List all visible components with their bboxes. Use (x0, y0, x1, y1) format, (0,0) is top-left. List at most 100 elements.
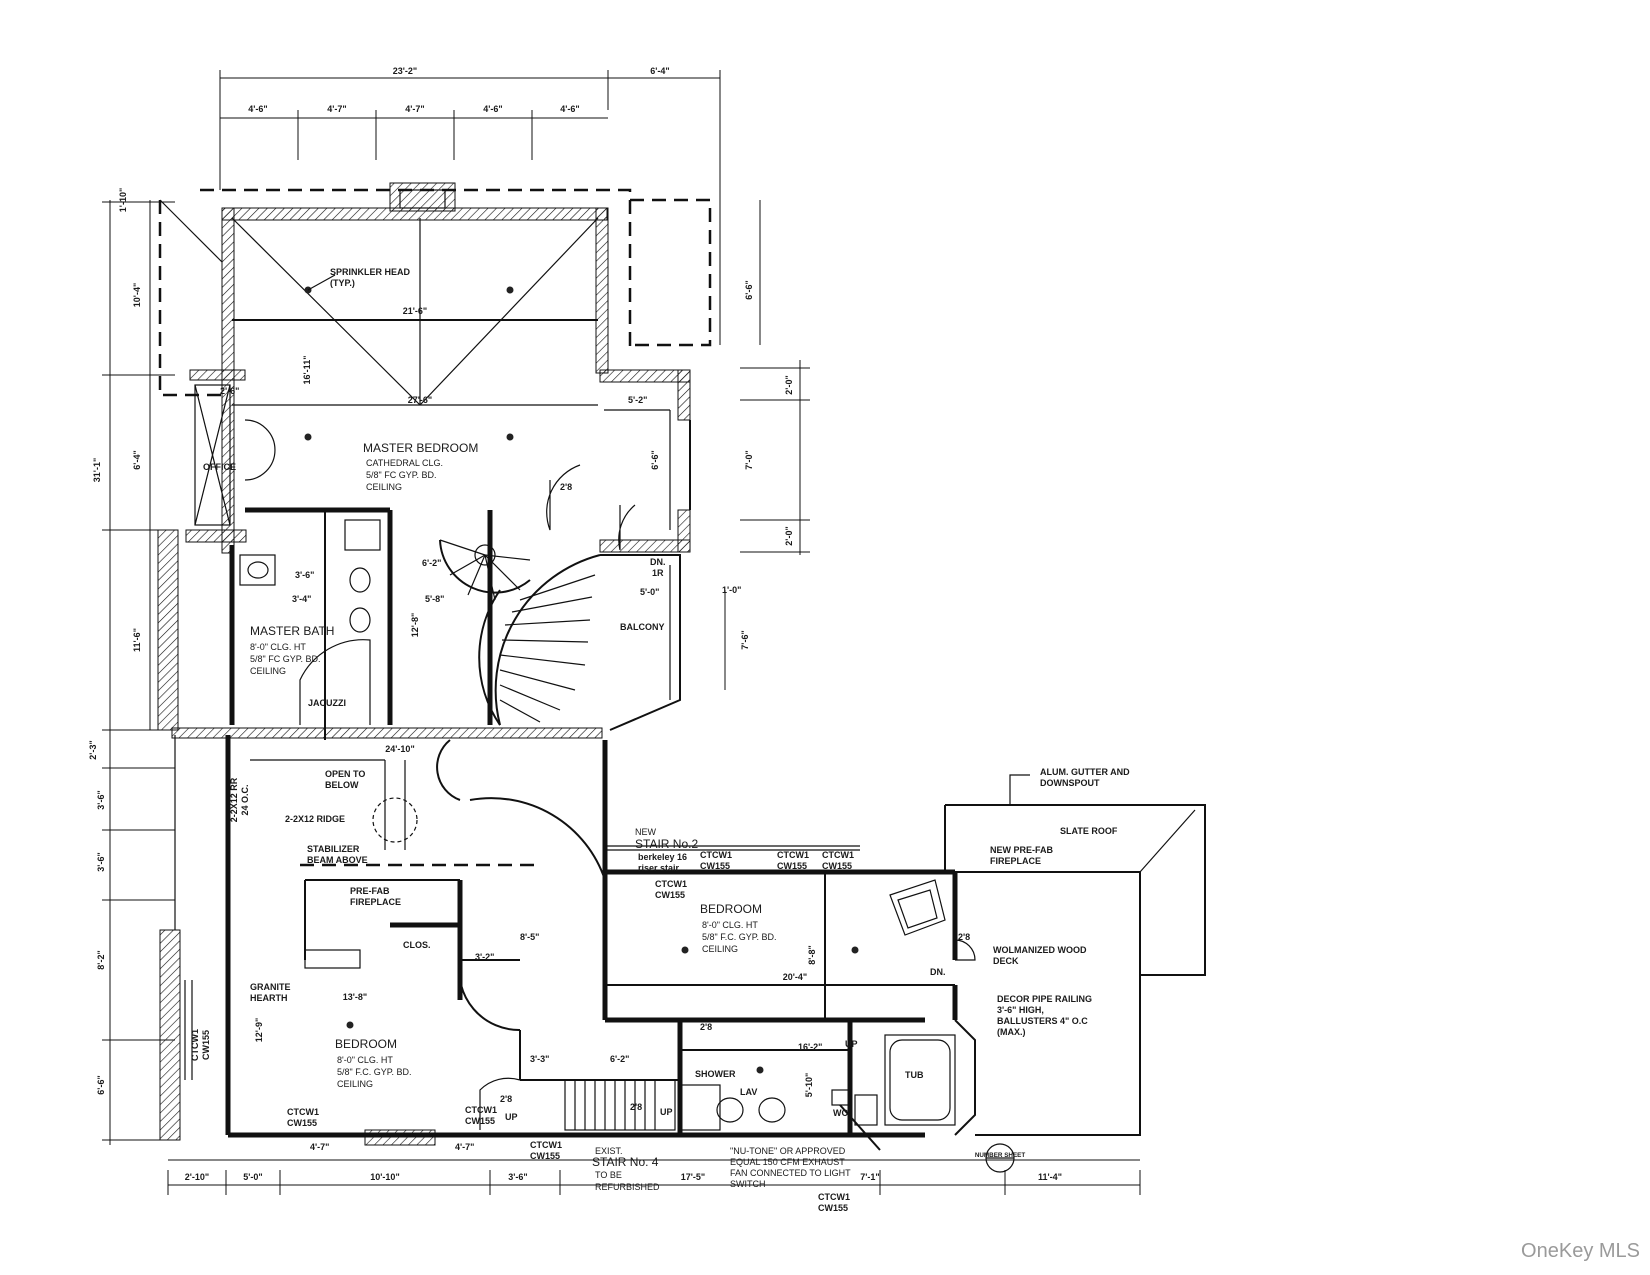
label-stabilizer-1: STABILIZER (307, 844, 360, 854)
label-wc: WC (833, 1108, 848, 1118)
dim-3-2: 3'-2" (475, 952, 494, 962)
dim-13-8: 13'-8" (343, 992, 367, 1002)
room-bedroom-center-line-1: 8'-0" CLG. HT (702, 920, 758, 930)
label-new-fireplace-1: NEW PRE-FAB (990, 845, 1054, 855)
label-beam-b: 24 O.C. (240, 784, 250, 815)
label-clos: CLOS. (403, 940, 431, 950)
label-dn: DN. (930, 967, 946, 977)
label-railing-2: 3'-6" HIGH, (997, 1005, 1044, 1015)
dim-right-b: 7'-0" (744, 450, 754, 469)
dim-3-6: 3'-6" (295, 570, 314, 580)
dim-bottom-6: 7'-1" (860, 1172, 879, 1182)
dim-4-7-a: 4'-7" (310, 1142, 329, 1152)
dim-2-8-d: 2'8 (958, 932, 970, 942)
dim-5-8: 5'-8" (425, 594, 444, 604)
label-dn-1r: DN. (650, 557, 666, 567)
room-labels: MASTER BEDROOM CATHEDRAL CLG. 5/8" FC GY… (250, 441, 777, 1089)
dim-24-10: 24'-10" (385, 744, 414, 754)
window-tag-5b: CW155 (287, 1118, 317, 1128)
dim-left-e: 3'-6" (96, 790, 106, 809)
window-tag-9a: CTCW1 (190, 1029, 200, 1061)
label-deck-2: DECK (993, 956, 1019, 966)
window-tag-8b: CW155 (818, 1203, 848, 1213)
dim-21-6: 21'-6" (403, 306, 427, 316)
dim-4-7-b: 4'-7" (455, 1142, 474, 1152)
window-tag-6a: CTCW1 (465, 1105, 497, 1115)
label-deck-1: WOLMANIZED WOOD (993, 945, 1087, 955)
dim-left-c: 11'-6" (132, 628, 142, 652)
dim-2-8-c: 2'8 (630, 1102, 642, 1112)
room-master-bath-line-2: 5/8" FC GYP. BD. (250, 654, 321, 664)
dimension-text: 23'-2" 6'-4" 4'-6" 4'-7" 4'-7" 4'-6" 4'-… (88, 66, 1062, 1182)
lower-floor-block (159, 735, 1206, 1173)
dim-5-0: 5'-0" (640, 587, 659, 597)
dim-20-4: 20'-4" (783, 972, 807, 982)
window-tags: CTCW1 CW155 CTCW1 CW155 CTCW1 CW155 CTCW… (190, 850, 854, 1213)
dim-6-2: 6'-2" (422, 558, 441, 568)
dim-right-d: 7'-6" (740, 630, 750, 649)
label-up-1: UP (505, 1112, 518, 1122)
label-lav: LAV (740, 1087, 757, 1097)
label-gutter-2: DOWNSPOUT (1040, 778, 1100, 788)
dim-left-overall: 31'-1" (92, 458, 102, 482)
window-tag-2a: CTCW1 (777, 850, 809, 860)
dim-bottom-7: 11'-4" (1038, 1172, 1062, 1182)
window-tag-5a: CTCW1 (287, 1107, 319, 1117)
label-fan-4: SWITCH (730, 1179, 766, 1189)
dim-left-g: 8'-2" (96, 950, 106, 969)
label-fan-3: FAN CONNECTED TO LIGHT (730, 1168, 851, 1178)
label-up-3: UP (845, 1039, 858, 1049)
label-railing-3: BALLUSTERS 4" O.C (997, 1016, 1088, 1026)
label-stair2-3: berkeley 16 (638, 852, 687, 862)
dim-left-a: 10'-4" (132, 283, 142, 307)
dim-right-top: 6'-6" (744, 280, 754, 299)
label-stair4-3: TO BE (595, 1170, 622, 1180)
dim-right-c: 2'-0" (784, 526, 794, 545)
dim-3-4: 3'-4" (292, 594, 311, 604)
label-number-sheet: NUMBER SHEET (975, 1152, 1026, 1159)
label-granite-1: GRANITE (250, 982, 291, 992)
label-tub: TUB (905, 1070, 924, 1080)
room-master-bedroom-line-1: CATHEDRAL CLG. (366, 458, 443, 468)
dim-5-2: 5'-2" (628, 395, 647, 405)
room-master-bedroom-line-3: CEILING (366, 482, 402, 492)
dim-top-seg-2: 4'-7" (327, 104, 346, 114)
dim-left-f: 3'-6" (96, 852, 106, 871)
dim-2-6: 2'-6" (220, 386, 239, 396)
dim-8-5: 8'-5" (520, 932, 539, 942)
window-tag-3a: CTCW1 (822, 850, 854, 860)
dim-12-8: 12'-8" (410, 613, 420, 637)
dimension-lines (102, 70, 1141, 1195)
label-stair2-2: STAIR No.2 (635, 837, 698, 851)
label-fan-1: "NU-TONE" OR APPROVED (730, 1146, 846, 1156)
dim-3-3: 3'-3" (530, 1054, 549, 1064)
label-gutter-1: ALUM. GUTTER AND (1040, 767, 1130, 777)
dim-5-10: 5'-10" (804, 1073, 814, 1097)
room-master-bath-line-3: CEILING (250, 666, 286, 676)
dim-6-6: 6'-6" (650, 450, 660, 469)
room-master-bedroom-name: MASTER BEDROOM (363, 441, 478, 455)
dim-right-a: 2'-0" (784, 375, 794, 394)
label-railing-4: (MAX.) (997, 1027, 1026, 1037)
window-tag-2b: CW155 (777, 861, 807, 871)
label-slate-roof: SLATE ROOF (1060, 826, 1118, 836)
dim-bottom-5: 17'-5" (681, 1172, 705, 1182)
label-dn-1r-b: 1R (652, 568, 664, 578)
dim-16-11: 16'-11" (302, 356, 312, 385)
dim-bottom-2: 5'-0" (243, 1172, 262, 1182)
room-bedroom-left-line-2: 5/8" F.C. GYP. BD. (337, 1067, 412, 1077)
label-new-fireplace-2: FIREPLACE (990, 856, 1041, 866)
label-stair4-1: EXIST. (595, 1146, 623, 1156)
label-balcony: BALCONY (620, 622, 665, 632)
dim-2-8-a: 2'8 (560, 482, 572, 492)
dim-left-h: 6'-6" (96, 1075, 106, 1094)
window-tag-1a: CTCW1 (700, 850, 732, 860)
dim-top-seg-1: 4'-6" (248, 104, 267, 114)
window-tag-6b: CW155 (465, 1116, 495, 1126)
label-beam-a: 2-2X12 RR (229, 777, 239, 822)
window-tag-8a: CTCW1 (818, 1192, 850, 1202)
room-bedroom-center-line-3: CEILING (702, 944, 738, 954)
dim-6-2-b: 6'-2" (610, 1054, 629, 1064)
room-bedroom-left-line-1: 8'-0" CLG. HT (337, 1055, 393, 1065)
